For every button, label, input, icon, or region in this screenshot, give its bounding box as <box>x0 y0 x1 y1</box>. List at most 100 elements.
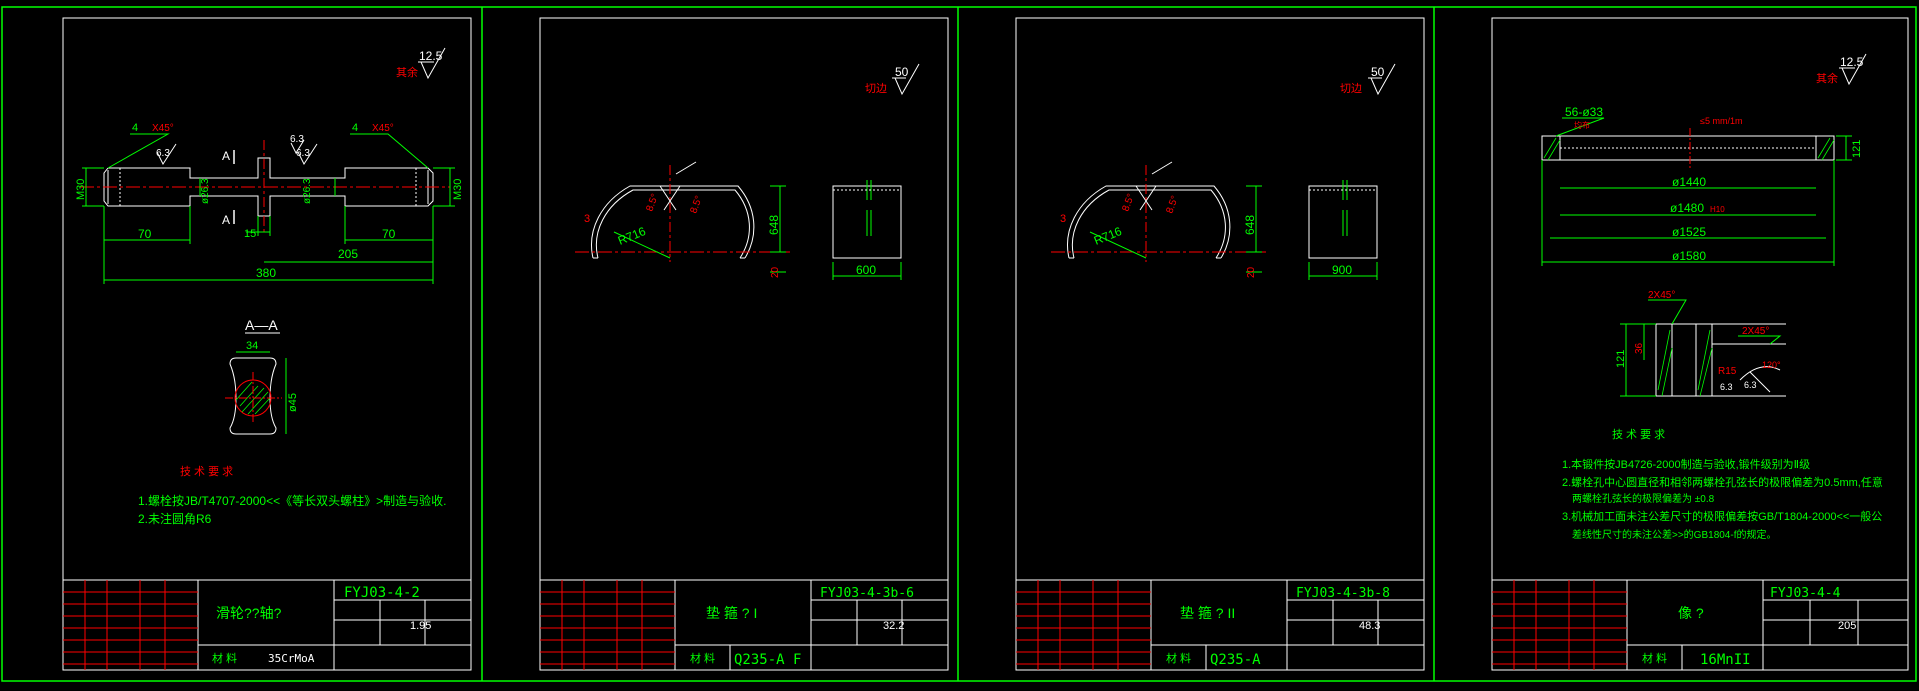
roughness-small-symbols <box>156 143 318 166</box>
angle-mark <box>659 161 697 211</box>
roughness-symbol <box>1839 53 1867 86</box>
detail-angle: 120° <box>1762 360 1781 370</box>
width: 900 <box>1332 263 1352 277</box>
thickness: 121 <box>1851 140 1863 158</box>
small-radius: 3 <box>1060 213 1066 225</box>
title-block <box>539 579 949 671</box>
material-label: 材 料 <box>1642 651 1667 665</box>
base: 20 <box>1246 266 1257 278</box>
hole-count: 56-ø33 <box>1565 105 1603 119</box>
sheet-2: 50 切边 8.5° 8.5° 3 R716 648 20 <box>539 17 949 671</box>
drawing-number: FYJ03-4-4 <box>1770 586 1841 601</box>
height: 648 <box>767 215 781 235</box>
roughness-value: 12.5 <box>1840 55 1864 69</box>
half-length: 205 <box>338 247 358 261</box>
base: 20 <box>770 266 781 278</box>
material: 35CrMoA <box>268 652 315 665</box>
title-block-grid <box>63 580 198 670</box>
roughness-note: 其余 <box>1816 71 1838 85</box>
chamfer-left-label: X45° <box>152 123 174 134</box>
thread-dim-lines <box>82 167 455 207</box>
chamfer-left-count: 4 <box>132 122 138 134</box>
small-radius: 3 <box>584 213 590 225</box>
title-block-grid <box>1492 580 1627 670</box>
material-label: 材 料 <box>212 651 237 665</box>
detail-chamfer-top: 2X45° <box>1648 290 1675 301</box>
material-label: 材 料 <box>690 651 715 665</box>
note-2: 2.未注圆角R6 <box>138 511 212 526</box>
dia-right: ø26.3 <box>302 178 313 204</box>
arc-dims <box>1089 185 1262 273</box>
arc-shape <box>591 185 755 259</box>
title-block <box>1015 579 1425 671</box>
chamfer-leaders <box>107 133 429 169</box>
roughness-value: 50 <box>1371 65 1385 79</box>
notes-title: 技 术 要 求 <box>1612 428 1665 441</box>
roughness-symbol <box>1368 63 1396 96</box>
detail-hatch <box>1657 329 1713 397</box>
rough-mid: 6.3 <box>290 134 304 145</box>
material-label: 材 料 <box>1166 651 1191 665</box>
outer-frame <box>1 6 1917 682</box>
detail-height: 121 <box>1615 350 1627 368</box>
title-block <box>62 579 472 671</box>
thread-right: M30 <box>452 179 464 200</box>
sheet-4: 12.5 其余 56-ø33 均布 <box>1491 17 1909 671</box>
detail-chamfer-right: 2X45° <box>1742 326 1769 337</box>
detail-view <box>1655 323 1786 397</box>
part-name: 垫 箍 ? I <box>706 605 757 621</box>
note-3: 两螺栓孔弦长的极限偏差为 ±0.8 <box>1572 492 1715 505</box>
flange-section <box>1541 128 1835 168</box>
note-5: 差线性尺寸的未注公差>>的GB1804-f的规定。 <box>1572 528 1776 541</box>
material: 16MnII <box>1700 652 1751 668</box>
drawing-number: FYJ03-4-3b-6 <box>820 586 914 601</box>
chamfer-right-label: X45° <box>372 123 394 134</box>
section-width: 34 <box>246 340 258 352</box>
section-mark-top: A <box>222 149 230 163</box>
title-block-grid <box>1016 580 1151 670</box>
roughness-note: 其余 <box>396 65 418 79</box>
material: Q235-A <box>1210 652 1261 668</box>
detail-rough-1: 6.3 <box>1720 382 1733 392</box>
notes-title: 技 术 要 求 <box>180 465 233 478</box>
height: 648 <box>1243 215 1257 235</box>
flatness: ≤5 mm/1m <box>1700 116 1742 126</box>
roughness-symbol <box>892 63 920 96</box>
side-view <box>1308 180 1378 280</box>
weight: 32.2 <box>883 620 904 632</box>
part-name: 垫 箍 ? II <box>1180 605 1235 621</box>
hole-sub: 均布 <box>1574 120 1590 130</box>
sheet-1: 12.5 其余 A A 4 X45° 4 X45° <box>62 17 472 671</box>
weight: 48.3 <box>1359 620 1380 632</box>
drawing-number: FYJ03-4-3b-8 <box>1296 586 1390 601</box>
note-1: 1.本锻件按JB4726-2000制造与验收,锻件级别为Ⅱ级 <box>1562 457 1810 471</box>
angle-mark <box>1135 161 1173 211</box>
detail-radius: R15 <box>1718 366 1737 377</box>
part-name: 像 ? <box>1678 605 1704 621</box>
part-name: 滑轮??轴? <box>216 605 282 621</box>
chamfer-right-count: 4 <box>352 122 358 134</box>
flange-dims <box>1541 117 1852 266</box>
d4: ø1580 <box>1672 249 1706 263</box>
flange-hatch <box>1543 137 1835 161</box>
weight: 205 <box>1838 620 1856 632</box>
roughness-mid-symbol <box>290 139 305 155</box>
roughness-symbol <box>418 47 446 80</box>
side-view <box>832 180 902 280</box>
thread-left: M30 <box>75 179 87 200</box>
dia-left: ø26.3 <box>200 178 211 204</box>
section-mark-bottom: A <box>222 213 230 227</box>
detail-dims <box>1620 299 1782 397</box>
d3: ø1525 <box>1672 225 1706 239</box>
roughness-value: 12.5 <box>419 49 443 63</box>
weight: 1.95 <box>410 620 431 632</box>
rough-right: 6.3 <box>296 148 310 159</box>
arc-shape <box>1067 185 1231 259</box>
detail-inner: 36 <box>1634 342 1645 354</box>
title-block-grid <box>540 580 675 670</box>
section-dia: ø45 <box>287 393 299 412</box>
len-left: 70 <box>138 227 152 241</box>
detail-rough-2: 6.3 <box>1744 380 1757 390</box>
